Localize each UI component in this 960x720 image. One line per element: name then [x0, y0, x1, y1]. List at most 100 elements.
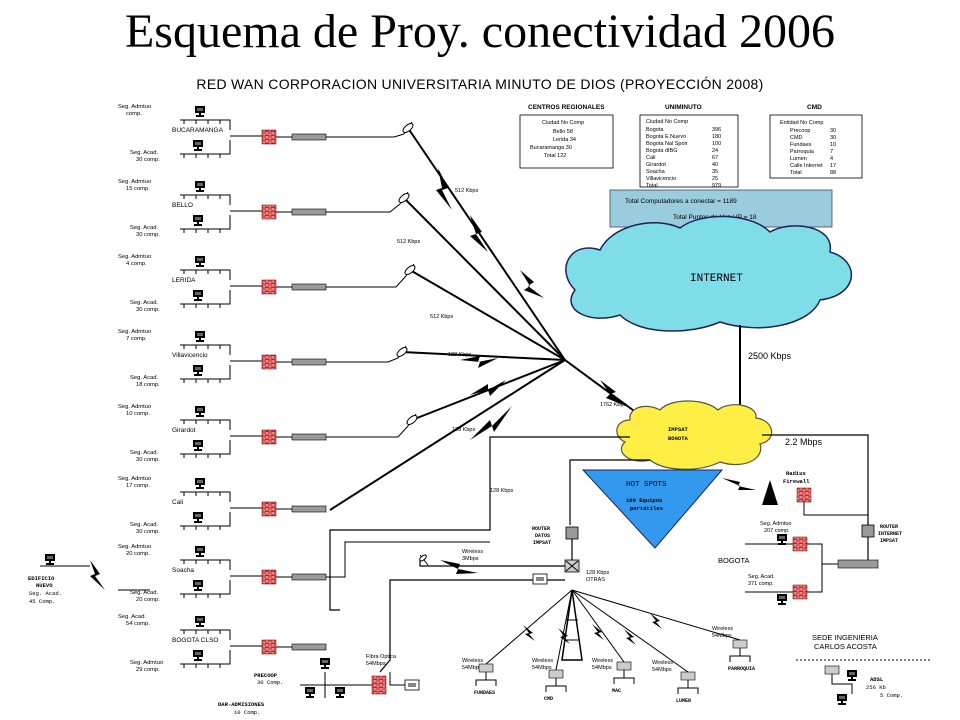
router-icon: [291, 208, 327, 216]
link-speed-cali: 128 Kbps: [490, 488, 513, 494]
uni-row-name: Bogota Nal Spoir: [646, 141, 688, 147]
dar-count: 10 Comp.: [234, 709, 260, 716]
bogota-label: BOGOTA: [718, 556, 750, 565]
site-acad-count: 30 comp.: [136, 157, 160, 163]
centros-row: Bello 58: [553, 129, 573, 135]
link-speed-bello: 512 Kbps: [397, 239, 420, 245]
summary-line-1: Total Computadores a conectar = 1189: [625, 198, 737, 205]
edificio-count: 45 Comp.: [29, 598, 55, 605]
site-acad-label: Seg. Acad.: [130, 150, 158, 156]
cmd-row-value: 7: [830, 149, 833, 155]
cmd-row-name: CMD: [790, 135, 803, 141]
router-icon: [291, 505, 327, 513]
bottom-link-speed: 54Mbps: [712, 633, 732, 639]
site-acad-count: 18 comp.: [136, 382, 160, 388]
radius-label: Radius: [786, 470, 806, 477]
site-acad-count: 30 comp.: [136, 232, 160, 238]
ingenieria-adsl: ADSL: [870, 676, 884, 683]
uni-row-value: 40: [712, 162, 718, 168]
bottom-site-name: LUMEN: [676, 698, 691, 704]
radius-firewall-icon: [796, 487, 812, 503]
firewall-icon: [261, 501, 277, 517]
fibra-speed: 54Mbps: [366, 661, 386, 667]
site-acad-label: Seg. Acad.: [130, 225, 158, 231]
site-adm-count: 17 comp.: [126, 483, 150, 489]
edificio-sublabel: NUEVO: [36, 582, 53, 589]
otras-speed: 128 Kbps: [586, 570, 609, 576]
site-acad-count: 29 comp.: [136, 667, 160, 673]
centros-row: Total 122: [544, 153, 566, 159]
site-name: LERIDA: [172, 277, 196, 284]
site-acad-label: Seg. Acad.: [130, 450, 158, 456]
radius-tower-icon: [762, 480, 778, 505]
centros-row: Bucaramanga 30: [530, 145, 572, 151]
internet-cloud: INTERNET: [565, 215, 853, 332]
cmd-row-name: Fundaes: [790, 142, 812, 148]
cmd-row-name: Lumen: [790, 156, 807, 162]
router-internet-provider: IMPSAT: [880, 538, 898, 544]
bottom-link-speed: 54Mbps: [532, 665, 552, 671]
uni-row-name: Girardot: [646, 162, 666, 168]
edificio-seg: Seg. Acad.: [29, 590, 62, 597]
router-datos-provider: IMPSAT: [533, 540, 551, 546]
cmd-heading: CMD: [807, 104, 822, 111]
router-datos-sublabel: DATOS: [535, 533, 550, 539]
bogota-site: BOGOTA Seg. Admtuo 207 comp. Seg. Acad. …: [718, 521, 879, 605]
site-acad-count: 30 comp.: [136, 457, 160, 463]
hotspot-title: HOT SPOTS: [626, 481, 667, 489]
firewall-icon: [261, 429, 277, 445]
site-acad-count: 30 comp.: [136, 529, 160, 535]
wireless-3-lightning: [440, 560, 478, 574]
uni-row-name: Bogota dIBG: [646, 148, 678, 154]
uni-row-name: Soacha: [646, 169, 666, 175]
fibra-firewall-icon: [371, 675, 387, 695]
firewall-icon: [261, 639, 277, 655]
ingenieria-label: SEDE INGENIERIA: [812, 633, 878, 642]
uni-row-value: 100: [712, 141, 721, 147]
precoop-label: PRECOOP: [254, 672, 278, 679]
site-acad-count: 20 comp.: [136, 597, 160, 603]
cmd-row-name: Total: [790, 170, 802, 176]
radius-sublabel: Firewall: [783, 478, 810, 485]
cmd-header: Entidad No Comp: [780, 120, 823, 126]
uni-row-value: 979: [712, 183, 721, 189]
site-adm-count: 4 comp.: [126, 261, 147, 267]
site-adm-count: 7 comp.: [126, 336, 147, 342]
site-name: Cali: [172, 499, 183, 506]
uni-row-value: 67: [712, 155, 718, 161]
impsat-cloud: IMPSAT BOGOTA: [616, 400, 773, 470]
uniminuto-heading: UNIMINUTO: [665, 104, 702, 111]
fibra-label: Fibra Optica: [366, 654, 397, 660]
link-speed-lerida: 512 Kbps: [430, 314, 453, 320]
site-adm-count: 15 comp.: [126, 186, 150, 192]
firewall-icon: [261, 279, 277, 295]
site-name: BUCARAMANGA: [172, 127, 224, 134]
centros-table: CENTROS REGIONALES Ciudad No Comp Bello …: [519, 104, 614, 169]
hotspot-line-2: portátiles: [630, 505, 663, 512]
link-speed-villavicencio: 128 Kbps: [448, 352, 471, 358]
firewall-icon: [261, 204, 277, 220]
site-adm-label: Seg. Admtuo: [118, 104, 151, 110]
antenna-icon: [402, 121, 414, 135]
antenna-icon: [398, 191, 410, 205]
precoop-count: 30 Comp.: [257, 679, 283, 686]
bottom-link-speed: 54Mbps: [652, 667, 672, 673]
router-internet-label: ROUTER: [880, 524, 898, 530]
bogota-acad-label: Seg. Acad.: [748, 574, 775, 580]
site-acad-label: Seg. Acad.: [130, 590, 158, 596]
bottom-site-name: FUNDAES: [474, 690, 495, 696]
uni-header: Ciudad No Comp: [646, 119, 688, 125]
centros-heading: CENTROS REGIONALES: [528, 104, 605, 111]
uni-row-value: 25: [712, 176, 718, 182]
uni-row-name: Total: [646, 183, 658, 189]
dar-label: DAR-ADMISIONES: [218, 701, 265, 708]
wireless-3-speed: 3Mbps: [462, 556, 479, 562]
slide-title: Esquema de Proy. conectividad 2006: [124, 5, 836, 58]
